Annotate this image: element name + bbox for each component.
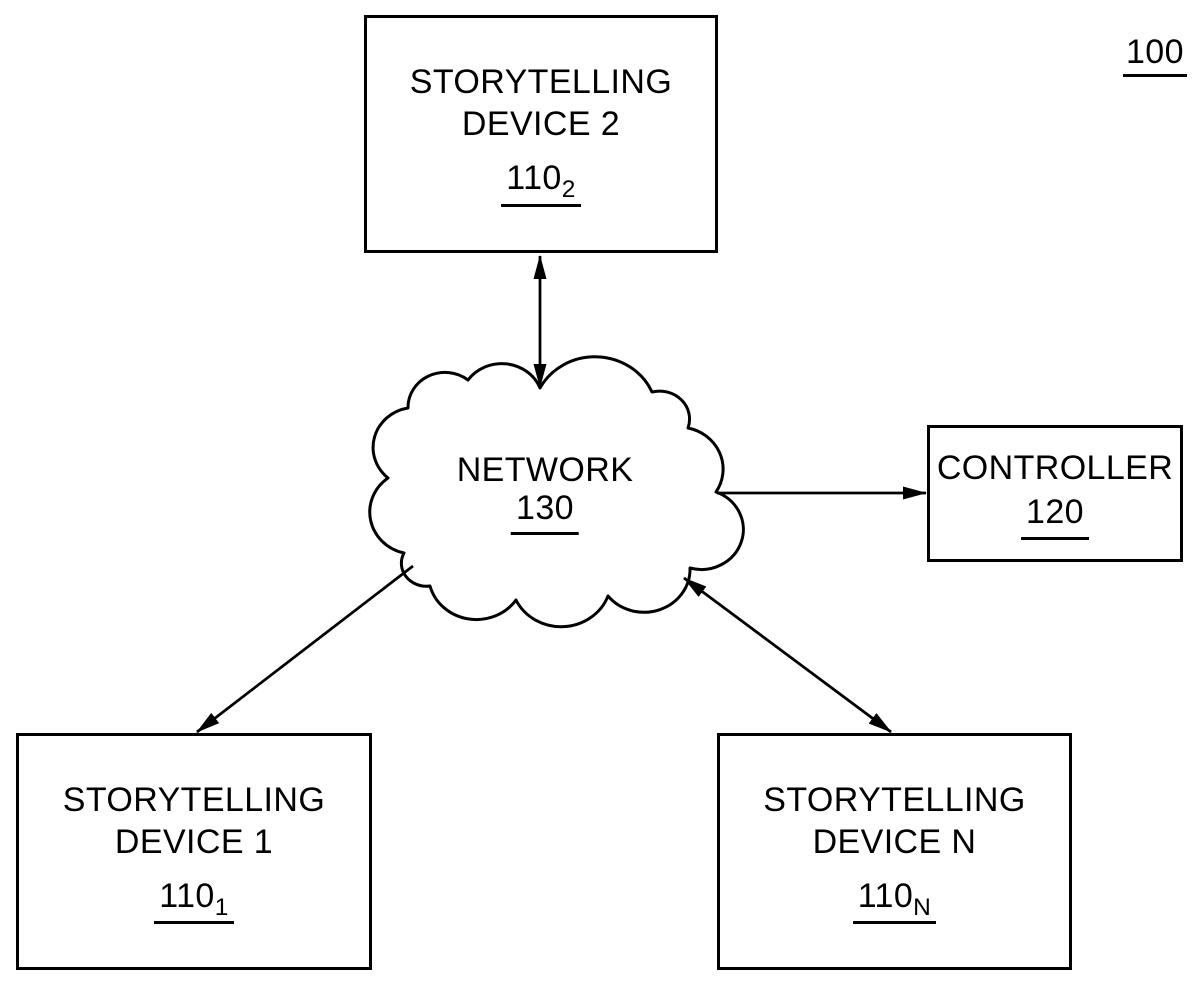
storytelling-device-2-box: STORYTELLING DEVICE 2 1102 bbox=[364, 15, 718, 253]
network-reference-numeral: 130 bbox=[511, 490, 579, 535]
device-1-label-line1: STORYTELLING bbox=[62, 780, 326, 819]
controller-box: CONTROLLER 120 bbox=[927, 425, 1183, 562]
device-n-label-line1: STORYTELLING bbox=[763, 780, 1026, 819]
device-n-ref-subscript: N bbox=[913, 893, 932, 921]
arrow-network-deviceN bbox=[683, 576, 892, 734]
storytelling-device-n-label: STORYTELLING DEVICE N bbox=[763, 779, 1025, 863]
controller-reference-numeral: 120 bbox=[1021, 494, 1089, 541]
device-1-ref-subscript: 1 bbox=[214, 893, 229, 921]
network-label-group: NETWORK 130 bbox=[457, 451, 634, 535]
device-n-label-line2: DEVICE N bbox=[812, 822, 977, 861]
device-2-ref-base: 110 bbox=[506, 159, 562, 198]
network-label: NETWORK bbox=[456, 451, 634, 489]
device-2-ref-subscript: 2 bbox=[561, 175, 576, 203]
controller-label: CONTROLLER bbox=[936, 448, 1174, 487]
device-2-label-line1: STORYTELLING bbox=[409, 63, 673, 102]
arrow-network-device1 bbox=[196, 564, 414, 734]
network-cloud-shape bbox=[368, 355, 745, 629]
device-n-ref-base: 110 bbox=[857, 876, 914, 915]
device-2-reference-numeral: 1102 bbox=[501, 159, 581, 207]
device-n-reference-numeral: 110N bbox=[852, 876, 937, 925]
figure-reference-number: 100 bbox=[1123, 34, 1187, 77]
storytelling-device-n-box: STORYTELLING DEVICE N 110N bbox=[717, 733, 1072, 970]
device-1-label-line2: DEVICE 1 bbox=[114, 822, 274, 861]
device-2-label-line2: DEVICE 2 bbox=[461, 105, 621, 144]
device-1-ref-base: 110 bbox=[159, 876, 215, 915]
storytelling-device-1-label: STORYTELLING DEVICE 1 bbox=[63, 779, 325, 863]
storytelling-device-1-box: STORYTELLING DEVICE 1 1101 bbox=[16, 733, 372, 970]
storytelling-device-2-label: STORYTELLING DEVICE 2 bbox=[410, 61, 672, 145]
device-1-reference-numeral: 1101 bbox=[154, 876, 234, 925]
